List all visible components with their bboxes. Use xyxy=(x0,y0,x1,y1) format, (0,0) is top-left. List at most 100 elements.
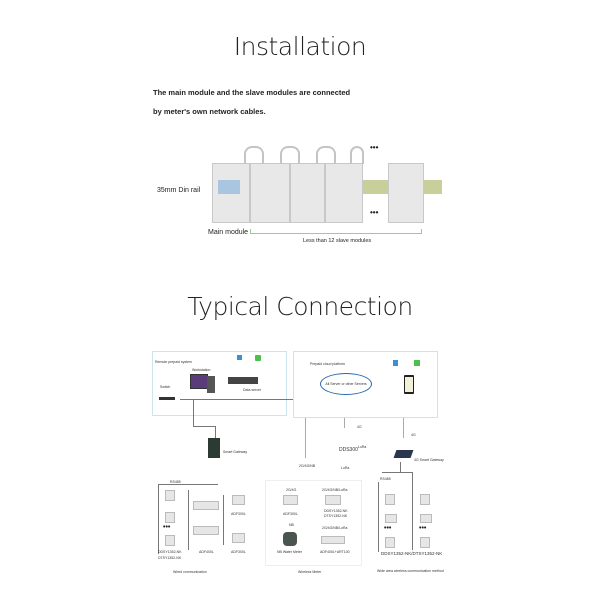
link-line xyxy=(344,418,345,428)
smartphone-icon xyxy=(404,375,414,394)
wide-caption: Wide area wireless communication method xyxy=(377,569,444,573)
model-label: ADF300L xyxy=(231,550,246,554)
network-cable xyxy=(244,146,264,164)
remote-system-box xyxy=(152,351,287,416)
meter-device xyxy=(165,535,175,546)
slave-module xyxy=(388,163,424,223)
model-label: DDSY1352-NK xyxy=(158,550,182,554)
bus-line xyxy=(412,472,413,550)
bus-line xyxy=(400,462,401,472)
link-line xyxy=(305,418,306,458)
switch-device xyxy=(159,397,175,400)
lora-label: LoRa xyxy=(358,445,367,449)
app-icon xyxy=(393,360,398,366)
net-label: 2G/4G xyxy=(286,488,297,492)
model-label: DDSY1352-NK xyxy=(324,509,348,513)
wechat-icon xyxy=(414,360,420,366)
water-meter-device xyxy=(283,532,297,546)
slave-module xyxy=(290,163,325,223)
link-line xyxy=(403,418,404,438)
network-cable xyxy=(316,146,336,164)
meter-device xyxy=(385,494,395,505)
slave-module xyxy=(325,163,363,223)
meter-device xyxy=(165,512,175,523)
meter-device xyxy=(325,495,341,505)
bus-line xyxy=(158,484,218,485)
slave-bracket xyxy=(250,229,422,234)
smart-gateway-device xyxy=(208,438,220,458)
meter-device xyxy=(232,495,245,505)
link-line xyxy=(215,426,216,438)
cloud-icon: All Server or other Servers xyxy=(320,373,372,395)
remote-system-label: Remote prepaid system xyxy=(155,360,192,364)
meter-device xyxy=(232,533,245,543)
bus-line xyxy=(378,482,379,552)
net-4g-label: 4G xyxy=(357,425,362,429)
workstation-label: Workstation xyxy=(192,368,211,372)
link-line xyxy=(193,399,194,427)
meter-device xyxy=(420,537,430,548)
installation-desc-1: The main module and the slave modules ar… xyxy=(153,88,351,97)
net-4g-label: 4G xyxy=(411,433,416,437)
model-label: ADF300L xyxy=(231,512,246,516)
ellipsis: ••• xyxy=(419,525,427,532)
4g-gateway-device xyxy=(393,450,414,458)
model-label: ADF300L xyxy=(283,512,298,516)
wechat-icon xyxy=(255,355,261,361)
wired-caption: Wired communication xyxy=(173,570,207,574)
installation-desc-2: by meter's own network cables. xyxy=(153,107,266,116)
model-label: DTSY1352-NK xyxy=(158,556,182,560)
cloud-platform-label: Prepaid cloud platform xyxy=(310,362,346,366)
installation-title: Installation xyxy=(233,32,367,61)
meter-device xyxy=(338,430,352,446)
app-icon xyxy=(237,355,242,360)
ellipsis: ••• xyxy=(163,524,171,531)
net-label: 2G/4G/NB/LoRa xyxy=(322,526,348,530)
meter-device xyxy=(283,495,298,505)
data-server xyxy=(228,377,258,384)
switch-label: Switch xyxy=(160,385,171,389)
net-mix-label: 2G/4G/NB xyxy=(299,464,316,468)
model-label: ADF400L+ART100 xyxy=(320,550,350,554)
bus-line xyxy=(158,484,159,554)
model-label: DTSY1352-NK xyxy=(324,514,348,518)
workstation-monitor xyxy=(190,374,208,389)
bus-line xyxy=(188,490,189,550)
workstation-tower xyxy=(207,376,215,393)
bus-line xyxy=(382,472,412,473)
rs485-label: RS485 xyxy=(380,477,391,481)
wireless-caption: Wireless Meter xyxy=(298,570,322,574)
smart-gateway-label: Smart Gateway xyxy=(223,450,248,454)
model-label: DDSY1352-NK/DTSY1352-NK xyxy=(381,551,443,556)
ellipsis: ••• xyxy=(384,525,392,532)
meter-device xyxy=(165,490,175,501)
connection-title: Typical Connection xyxy=(187,292,413,321)
meter-model-label: DDS300 xyxy=(339,447,358,453)
meter-device xyxy=(385,514,397,523)
cloud-label: All Server or other Servers xyxy=(325,382,367,386)
model-label: NB Water Meter xyxy=(277,550,302,554)
4g-gateway-label: 4G Smart Gateway xyxy=(414,458,444,462)
meter-device xyxy=(420,514,432,523)
link-line xyxy=(193,426,215,427)
bus-line xyxy=(223,495,224,545)
meter-device xyxy=(193,501,219,510)
net-label: NB xyxy=(289,523,294,527)
main-module-label: Main module xyxy=(208,229,249,236)
meter-device xyxy=(193,526,219,535)
data-server-label: Data server xyxy=(243,388,262,392)
din-rail-label: 35mm Din rail xyxy=(157,187,201,194)
lan-line xyxy=(180,399,302,400)
slave-module xyxy=(250,163,290,223)
meter-device xyxy=(385,537,395,548)
wireless-box xyxy=(265,480,362,566)
ellipsis-bottom: ••• xyxy=(370,208,379,217)
lcd-screen xyxy=(218,180,240,194)
slave-label: Less than 12 slave modules xyxy=(303,238,372,244)
lora-label: LoRa xyxy=(341,466,350,470)
ellipsis-top: ••• xyxy=(370,143,379,152)
meter-device xyxy=(321,536,345,544)
rs485-label: RS485 xyxy=(170,480,181,484)
network-cable xyxy=(280,146,300,164)
net-label: 2G/4G/NB/LoRa xyxy=(322,488,348,492)
